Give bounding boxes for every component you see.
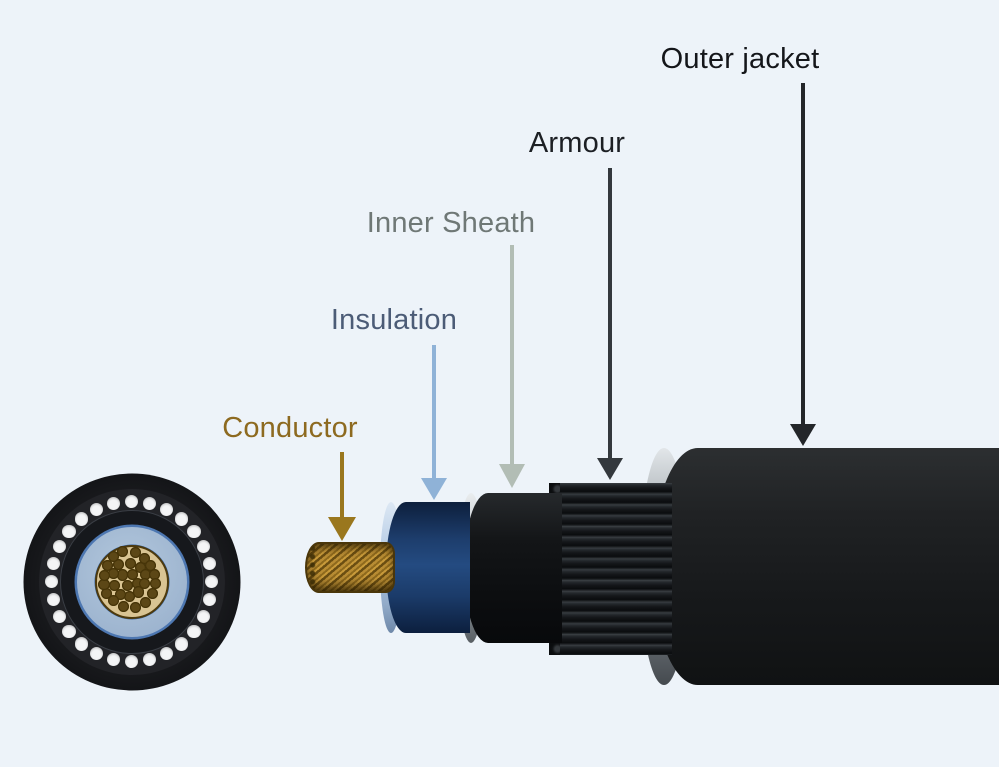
conductor-strand bbox=[112, 558, 125, 570]
armour-wire-dot bbox=[142, 496, 156, 511]
conductor-strand bbox=[132, 586, 144, 598]
armour-label: Armour bbox=[528, 127, 626, 159]
conductor-arrow bbox=[327, 452, 356, 541]
conductor-strand bbox=[109, 579, 121, 592]
arrow-line bbox=[432, 345, 436, 478]
armour-wire-dot bbox=[196, 540, 211, 554]
armour-wire-dot bbox=[124, 654, 139, 669]
conductor-strand bbox=[140, 596, 152, 608]
armour-wire-dot bbox=[159, 502, 173, 516]
conductor-strand bbox=[117, 546, 129, 558]
conductor-strand bbox=[148, 568, 161, 580]
insulation-layer bbox=[386, 502, 470, 633]
conductor-strand bbox=[129, 601, 141, 613]
arrow-line bbox=[510, 245, 514, 464]
conductor-strand bbox=[127, 568, 139, 580]
armour-wire-dot bbox=[90, 646, 104, 661]
armour-wire-dot bbox=[202, 592, 217, 606]
armour-wire-dot bbox=[196, 609, 211, 623]
arrow-head-icon bbox=[421, 478, 447, 500]
conductor-strand bbox=[117, 569, 129, 581]
armour-wire-dot bbox=[202, 557, 217, 571]
insulation-arrow bbox=[421, 345, 447, 500]
arrow-head-icon bbox=[597, 458, 623, 480]
armour-wire-dot bbox=[107, 496, 121, 511]
outer-jacket-layer bbox=[652, 448, 999, 685]
armour-wire-dot bbox=[62, 624, 76, 638]
conductor-strand bbox=[138, 552, 151, 564]
armour-wire-dot bbox=[75, 637, 89, 651]
armour-wire-dot bbox=[46, 592, 61, 606]
armour-wire-dot bbox=[62, 525, 76, 539]
outer-jacket-label: Outer jacket bbox=[660, 43, 820, 75]
arrow-head-icon bbox=[790, 424, 816, 446]
arrow-head-icon bbox=[327, 517, 356, 541]
arrow-line bbox=[801, 83, 805, 424]
armour-arrow bbox=[597, 168, 623, 480]
conductor-strand bbox=[121, 579, 134, 591]
conductor-strand bbox=[145, 560, 157, 572]
inner-sheath-label: Inner Sheath bbox=[366, 207, 536, 239]
conductor-strand bbox=[149, 577, 162, 589]
armour-wire-dot bbox=[159, 646, 173, 661]
conductor-strand bbox=[135, 561, 147, 573]
armour-wire-dot bbox=[90, 502, 104, 516]
conductor-strand bbox=[98, 579, 110, 591]
cross-section-conductor bbox=[94, 544, 169, 619]
armour-wire-dot bbox=[52, 609, 66, 623]
conductor-strand bbox=[102, 560, 114, 572]
armour-wire-dot bbox=[44, 574, 59, 589]
conductor-strand bbox=[108, 551, 120, 563]
inner-sheath-arrow bbox=[499, 245, 525, 488]
armour-wire-dot bbox=[174, 512, 188, 526]
conductor-strand bbox=[98, 570, 111, 582]
conductor-strand bbox=[147, 587, 159, 599]
armour-wire-dot bbox=[52, 540, 66, 554]
conductor-strand bbox=[140, 568, 152, 581]
cross-section-armour-wires bbox=[39, 489, 225, 675]
cable-cross-section bbox=[23, 473, 240, 690]
armour-wire-dot bbox=[187, 624, 201, 638]
conductor-strand bbox=[107, 595, 119, 607]
conductor-layer bbox=[305, 542, 395, 593]
armour-wire-dot bbox=[75, 512, 89, 526]
inner-sheath-layer bbox=[464, 493, 562, 643]
armour-wire-dot bbox=[107, 652, 121, 667]
armour-wire-dot bbox=[142, 652, 156, 667]
conductor-strand bbox=[117, 600, 130, 612]
armour-wire-dot bbox=[46, 557, 61, 571]
conductor-strand bbox=[101, 587, 113, 599]
conductor-strand bbox=[108, 567, 120, 580]
conductor-strand bbox=[131, 577, 144, 589]
conductor-strand-ends bbox=[307, 544, 318, 591]
conductor-strand bbox=[138, 577, 151, 590]
conductor-strand bbox=[125, 557, 137, 569]
conductor-strand bbox=[123, 591, 135, 603]
arrow-line bbox=[608, 168, 612, 458]
arrow-line bbox=[339, 452, 344, 517]
conductor-strand bbox=[130, 547, 142, 559]
armour-wire-dot bbox=[174, 637, 188, 651]
conductor-label: Conductor bbox=[222, 412, 358, 444]
arrow-head-icon bbox=[499, 464, 525, 488]
armour-wire-dot bbox=[124, 494, 139, 509]
armour-wire-dot bbox=[204, 574, 219, 589]
outer-jacket-arrow bbox=[790, 83, 816, 446]
conductor-strand bbox=[114, 589, 127, 601]
armour-layer bbox=[560, 483, 672, 655]
insulation-label: Insulation bbox=[330, 304, 458, 336]
armour-wire-dot bbox=[187, 525, 201, 539]
